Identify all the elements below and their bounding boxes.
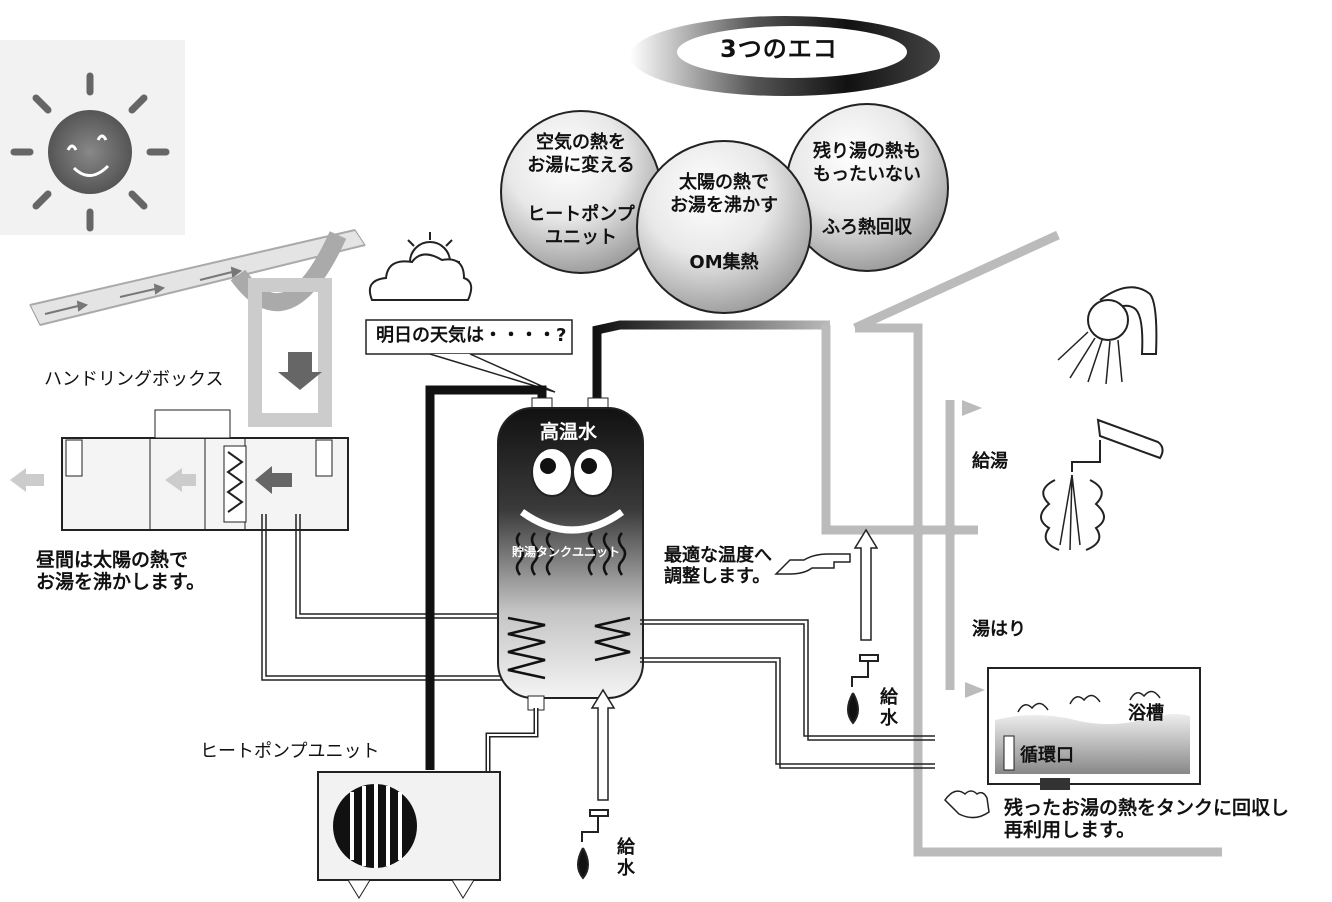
hot-water-tank — [497, 397, 644, 711]
optimal-temp-note: 最適な温度へ 調整します。 — [664, 545, 772, 587]
eco-desc-line: 空気の熱を — [536, 132, 626, 153]
bathtub — [987, 667, 1201, 790]
water-supply-label: 給 水 — [617, 837, 635, 879]
water-supply-label: 給 水 — [880, 687, 898, 729]
eco-desc: 残り湯の熱も もったいない — [787, 141, 947, 186]
eco-desc-line: もったいない — [813, 163, 921, 185]
sun-icon — [0, 40, 185, 235]
bathtub-label: 浴槽 — [1128, 703, 1164, 724]
eco-desc-line: お湯に変える — [527, 154, 635, 176]
weather-question: 明日の天気は・・・・? — [376, 325, 567, 346]
weather-cloud-icon — [368, 232, 473, 301]
roof-collector — [29, 229, 366, 427]
heat-pump-unit — [317, 771, 501, 899]
eco-name-line: ヒートポンプ — [527, 204, 635, 225]
eco-circle-solar: 太陽の熱で お湯を沸かす OM集熱 — [636, 140, 812, 314]
water-supply-arrow — [590, 528, 879, 801]
shower-icon — [1057, 286, 1158, 385]
water-supply-char: 給 — [880, 687, 898, 708]
eco-circle-bath-heat: 残り湯の熱も もったいない ふろ熱回収 — [785, 103, 949, 272]
eco-name: OM集熱 — [689, 252, 759, 273]
eco-desc-line: 太陽の熱で — [679, 172, 769, 193]
water-supply-char: 水 — [880, 707, 898, 729]
eco-name: ヒートポンプ ユニット — [502, 204, 660, 249]
eco-name: ふろ熱回収 — [822, 217, 912, 238]
eco-desc: 空気の熱を お湯に変える — [502, 132, 660, 177]
optimal-note-line: 調整します。 — [664, 565, 771, 587]
handling-box — [10, 409, 349, 531]
heat-pump-label: ヒートポンプユニット — [200, 741, 380, 762]
supply-pipe — [821, 325, 978, 690]
eco-title: 3つのエコ — [720, 35, 838, 63]
eco-desc: 太陽の熱で お湯を沸かす — [638, 172, 810, 217]
circulation-label: 循環口 — [1020, 745, 1074, 766]
water-supply-char: 給 — [617, 837, 635, 858]
recover-note: 残ったお湯の熱をタンクに回収し 再利用します。 — [1004, 797, 1290, 842]
hot-water-label: 高温水 — [540, 421, 598, 443]
eco-circle-heat-pump: 空気の熱を お湯に変える ヒートポンプ ユニット — [500, 110, 662, 274]
tank-unit-label: 貯湯タンクユニット — [512, 545, 621, 559]
yuhari-label: 湯はり — [972, 619, 1026, 640]
kyuto-label: 給湯 — [972, 451, 1008, 472]
daytime-note: 昼間は太陽の熱で お湯を沸かします。 — [36, 549, 206, 594]
hot-water-tap-icon — [1040, 418, 1164, 551]
hand-icon — [944, 790, 990, 819]
daytime-note-line: 昼間は太陽の熱で — [36, 549, 189, 571]
recover-note-line: 残ったお湯の熱をタンクに回収し — [1004, 797, 1290, 819]
eco-title-badge: 3つのエコ — [620, 8, 940, 98]
faucet-icon — [577, 654, 879, 880]
handling-box-label: ハンドリングボックス — [44, 369, 224, 390]
eco-desc-line: 残り湯の熱も — [813, 141, 921, 162]
eco-title-swoosh — [630, 16, 940, 96]
daytime-note-line: お湯を沸かします。 — [36, 570, 206, 593]
eco-name-line: ユニット — [545, 226, 617, 248]
hot-pipe — [592, 320, 830, 408]
speech-bubble — [365, 319, 573, 393]
optimal-note-line: 最適な温度へ — [664, 545, 772, 566]
eco-desc-line: お湯を沸かす — [670, 194, 778, 216]
recover-note-line: 再利用します。 — [1004, 818, 1136, 841]
collector-pipe — [261, 514, 510, 681]
pointing-hand-icon — [774, 553, 851, 575]
bath-heat-pipe — [640, 619, 935, 769]
water-supply-char: 水 — [617, 857, 635, 879]
